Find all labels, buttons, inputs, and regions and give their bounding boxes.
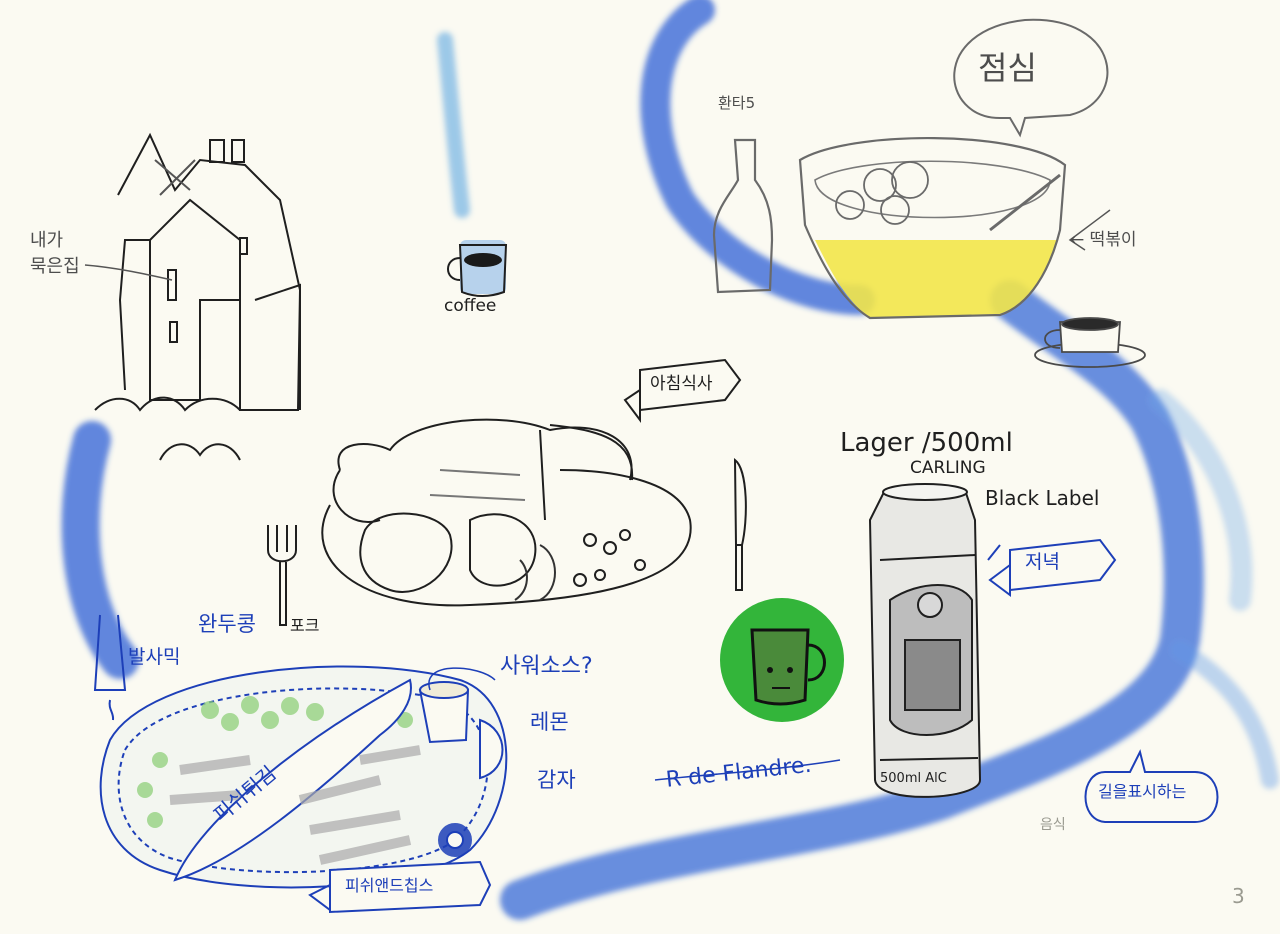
beer-can-icon: [868, 483, 982, 798]
house-icon: [94, 132, 302, 461]
watercolor-road: [61, 0, 1279, 920]
fork-label: 포크: [290, 616, 320, 635]
soup-bowl-icon: [798, 136, 1067, 320]
beer-brand: CARLING: [910, 458, 986, 478]
breakfast-banner: [623, 358, 742, 423]
coffee-cup-icon: [447, 240, 508, 297]
can-bottom-label: 500ml AlC: [880, 771, 947, 786]
corner-note: 음식: [1040, 817, 1066, 833]
road-bubble-label: 길을표시하는: [1098, 782, 1187, 801]
soup-label: ← 떡볶이: [1070, 230, 1137, 250]
page-number: 3: [1232, 884, 1245, 908]
pointer-lines: [84, 209, 1111, 781]
beer-label-text: Black Label: [985, 486, 1100, 510]
peas-side-label: 발사믹: [128, 646, 181, 668]
mug-sticker-icon: [720, 598, 844, 722]
dinner-label: 저녁: [1025, 551, 1060, 573]
lunch-bubble: [953, 18, 1109, 138]
platter-label: 피쉬앤드칩스: [345, 876, 434, 895]
fork-icon: [267, 525, 297, 626]
road-bubble: [1084, 749, 1219, 823]
beer-title: Lager /500ml: [840, 428, 1013, 458]
fish-and-chips-icon: [93, 614, 508, 914]
knife-icon: [733, 457, 747, 591]
potato-label: 감자: [537, 768, 576, 792]
breakfast-label: 아침식사: [650, 374, 713, 394]
house-label: 내가 묵은집: [30, 230, 80, 278]
bottle-icon: [712, 138, 774, 294]
bottle-label: 환타5: [718, 94, 756, 112]
lunch-label: 점심: [978, 49, 1037, 87]
sauce-label: 사워소스?: [500, 654, 593, 679]
saucer-cup-icon: [1034, 317, 1146, 368]
lemon-label: 레몬: [530, 710, 569, 734]
breakfast-plate-icon: [321, 418, 692, 607]
dinner-banner: [987, 538, 1117, 597]
coffee-label: coffee: [444, 296, 497, 316]
peas-top-label: 완두콩: [198, 612, 256, 636]
